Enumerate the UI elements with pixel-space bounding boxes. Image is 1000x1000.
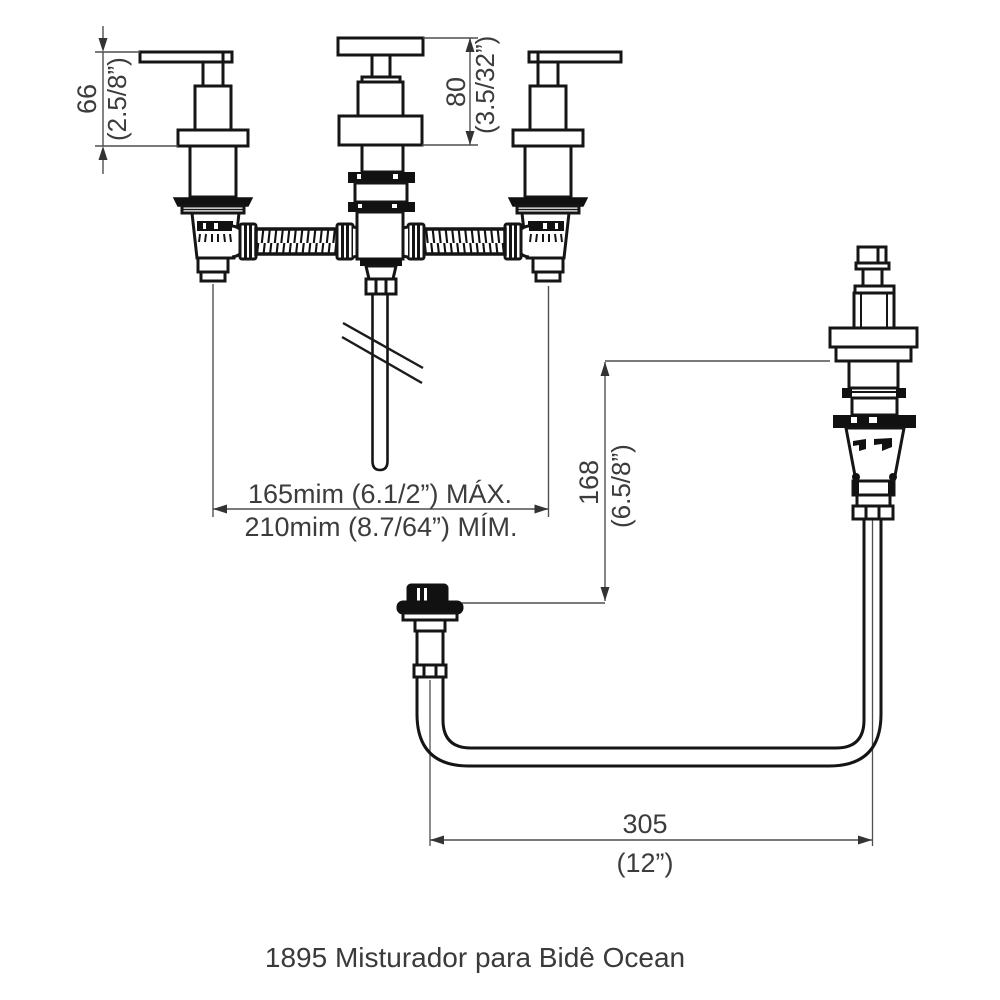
dim-depth-mm: 168 [574,460,604,505]
side-view [396,245,919,846]
spout-shank [396,583,464,679]
dimension-spread: 165mim (6.1/2”) MÁX. 210mim (8.7/64”) MÍ… [212,284,550,542]
dim-handle-height-in: (2.5/8”) [102,57,132,141]
supply-pipe [415,519,883,768]
spout-flange [337,114,424,147]
dimension-handle-height: 66 (2.5/8”) [72,26,178,174]
deck-flange [828,326,919,349]
dim-handle-height-mm: 66 [72,84,102,114]
dim-spread-min: 210mim (8.7/64”) MÍM. [244,512,517,542]
product-caption: 1895 Misturador para Bidê Ocean [264,942,686,973]
pipe-nut [851,504,895,521]
side-valve-body [828,245,919,521]
dimension-depth: 168 (6.5/8”) [462,360,830,604]
dim-pipe-length-mm: 305 [622,809,667,839]
dim-depth-in: (6.5/8”) [606,444,636,528]
tee-body [355,210,405,261]
dim-pipe-length-in: (12”) [616,848,673,878]
deck-washer [396,600,464,615]
shank-nut [412,663,448,679]
tailpiece-nut [364,277,398,296]
dimension-pipe-length: 305 (12”) [430,809,872,878]
dimension-spout-height: 80 (3.5/32”) [422,36,500,146]
cross-handle [336,36,425,57]
left-valve-assembly [138,50,367,283]
dim-spout-height-mm: 80 [441,77,471,107]
dim-spread-max: 165mim (6.1/2”) MÁX. [248,479,512,509]
center-spout-valve [336,36,425,472]
break-symbol [341,321,424,385]
dim-spout-height-in: (3.5/32”) [470,36,500,134]
down-pipe [371,294,389,472]
front-view [138,36,623,472]
right-valve-assembly [394,50,623,283]
